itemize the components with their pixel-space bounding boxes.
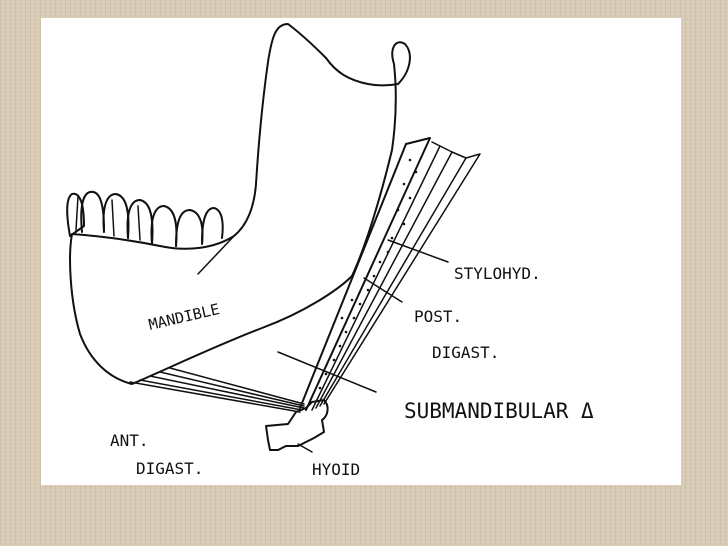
submandibular-label: SUBMANDIBULAR Δ [404,399,594,423]
teeth [66,190,224,247]
post-digastric-leader [363,277,403,303]
ant-digastric-label-2: DIGAST. [136,459,203,478]
post-digastric-label-2: DIGAST. [432,343,499,362]
hyoid-bone [265,399,329,451]
anterior-digastric-fan [129,367,305,413]
mandible-label: MANDIBLE [147,300,221,334]
stylohyoid-band [299,137,481,411]
mandible-outline [69,23,411,385]
ant-digastric-label-1: ANT. [110,431,149,450]
post-digastric-label-1: POST. [414,307,462,326]
stylohyoid-leader [387,239,449,263]
hyoid-label: HYOID [312,460,360,479]
slide-panel [41,18,681,485]
mylohyoid-line [197,235,235,275]
muscle-stippling [318,158,418,390]
hyoid-leader [297,443,313,453]
submandibular-leader [277,351,377,393]
stylohyoid-label: STYLOHYD. [454,264,541,283]
